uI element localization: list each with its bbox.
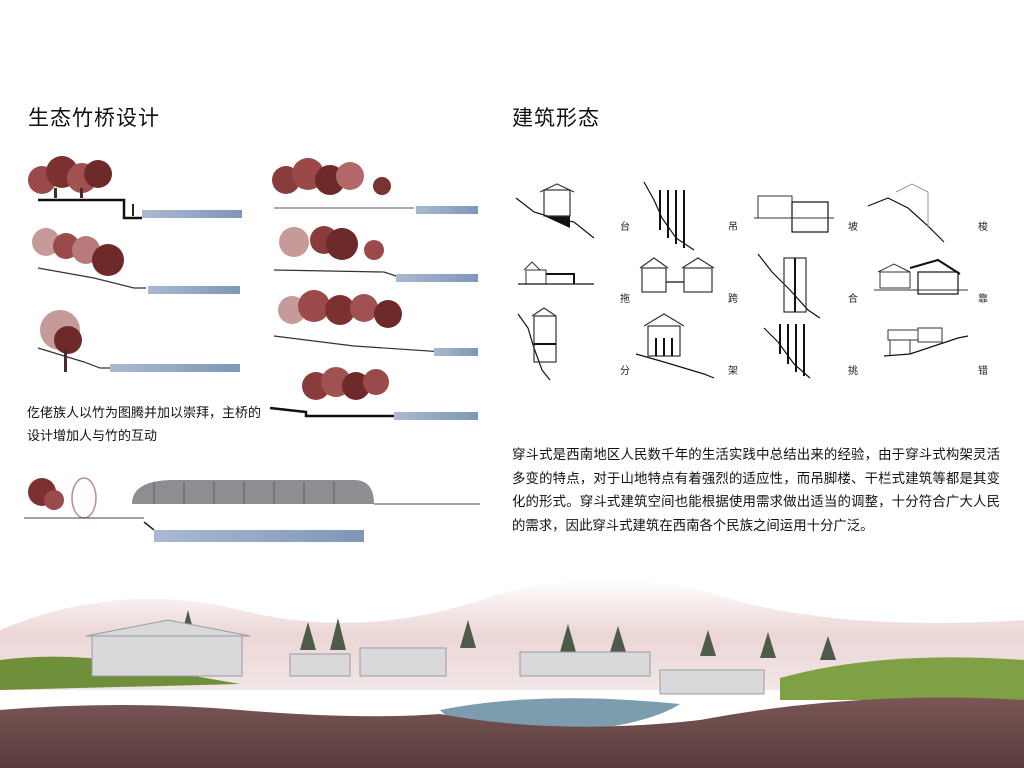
form-label-3: 坡	[848, 220, 858, 233]
form-diagram-9: 分	[517, 307, 630, 381]
form-diagram-7: 合	[757, 253, 858, 319]
form-label-1: 台	[620, 220, 630, 233]
bridge-section-3	[32, 228, 240, 294]
bridge-section-2	[272, 158, 478, 214]
bridge-section-1	[28, 156, 242, 220]
form-diagram-8: 靠	[874, 258, 988, 305]
section-title-architecture: 建筑形态	[512, 106, 600, 130]
section-title-bridge: 生态竹桥设计	[28, 106, 160, 130]
form-diagram-3: 坡	[754, 195, 858, 233]
form-label-6: 跨	[728, 293, 738, 305]
form-label-4: 梭	[978, 220, 988, 233]
bridge-section-sketches	[28, 156, 479, 420]
form-label-7: 合	[848, 292, 858, 305]
form-diagram-1: 台	[515, 183, 630, 239]
form-diagram-10: 架	[635, 313, 738, 379]
form-diagram-6: 跨	[639, 257, 738, 305]
landscape-section-illustration	[0, 560, 1024, 768]
form-diagram-5: 拖	[518, 261, 630, 305]
form-diagram-2: 吊	[643, 181, 738, 251]
form-label-5: 拖	[620, 292, 630, 305]
bridge-caption: 仡佬族人以竹为图腾并加以崇拜，主桥的设计增加人与竹的互动	[27, 406, 262, 444]
building-form-diagrams: 台 吊 坡 梭 拖 跨 合	[515, 181, 988, 381]
bridge-elevation-sketch	[24, 477, 480, 542]
bridge-section-4	[273, 226, 478, 282]
form-label-11: 挑	[848, 364, 858, 377]
form-diagram-12: 错	[883, 327, 988, 377]
form-diagram-4: 梭	[867, 183, 988, 243]
bridge-section-5	[37, 310, 240, 372]
form-label-8: 靠	[978, 292, 988, 305]
form-label-2: 吊	[728, 221, 738, 233]
form-label-10: 架	[728, 365, 738, 377]
form-diagram-11: 挑	[763, 324, 858, 379]
architecture-paragraph: 穿斗式是西南地区人民数千年的生活实践中总结出来的经验，由于穿斗式构架灵活多变的特…	[512, 448, 1000, 534]
bridge-section-7	[269, 367, 478, 420]
form-label-9: 分	[620, 365, 630, 377]
bridge-section-6	[273, 290, 479, 356]
form-label-12: 错	[978, 364, 988, 377]
buildings	[85, 619, 765, 695]
